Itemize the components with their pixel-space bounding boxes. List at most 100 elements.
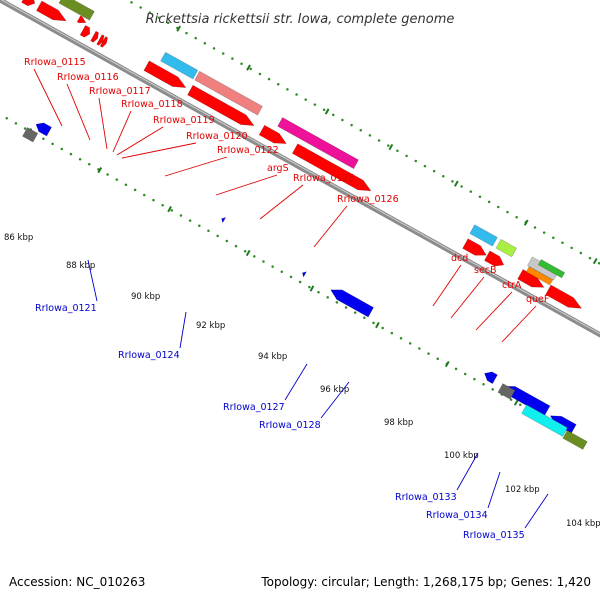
inner-tick-dot — [42, 137, 45, 140]
outer-tick-dot — [478, 195, 482, 199]
gene-feature[interactable] — [484, 250, 505, 267]
inner-tick-dot — [143, 193, 146, 197]
tick-label: 90 kbp — [131, 292, 160, 302]
gene-feature[interactable] — [503, 386, 551, 416]
reverse-gene-label[interactable]: RrIowa_0134 — [426, 510, 488, 521]
forward-gene-label[interactable]: RrIowa_0122 — [217, 145, 279, 156]
gene-feature[interactable] — [194, 70, 263, 116]
outer-tick-dot — [542, 231, 546, 234]
gene-feature[interactable] — [143, 60, 187, 89]
reverse-gene-label[interactable]: RrIowa_0124 — [118, 350, 180, 361]
forward-gene-label[interactable]: RrIowa_0115 — [24, 57, 86, 68]
forward-gene-label[interactable]: RrIowa_0126 — [337, 194, 399, 205]
forward-gene-label[interactable]: RrIowa_0117 — [89, 86, 151, 97]
inner-tick-dot — [51, 142, 54, 146]
forward-label-leader — [450, 276, 485, 319]
outer-tick-dot — [497, 205, 500, 209]
gene-feature[interactable] — [545, 284, 583, 309]
gene-feature[interactable] — [99, 36, 109, 48]
gene-feature[interactable] — [35, 122, 52, 137]
reverse-gene-label[interactable]: RrIowa_0121 — [35, 303, 97, 314]
outer-tick-dot — [276, 82, 280, 86]
inner-tick-dot — [518, 403, 522, 406]
gene-feature[interactable] — [484, 371, 498, 384]
forward-label-leader — [164, 156, 228, 177]
inner-tick-dot — [353, 311, 357, 314]
major-tick — [324, 108, 330, 115]
outer-tick-dot — [194, 36, 197, 40]
gene-feature[interactable] — [330, 289, 374, 318]
major-tick — [523, 219, 529, 226]
genome-backbone — [0, 0, 600, 338]
gene-feature[interactable] — [469, 224, 498, 247]
forward-gene-label[interactable]: RrIowa_0119 — [153, 115, 215, 126]
outer-tick-dot — [506, 210, 509, 214]
outer-tick-dot — [552, 236, 555, 239]
inner-tick-dot — [408, 342, 412, 345]
inner-tick-dot — [207, 229, 210, 233]
reverse-gene-label[interactable]: RrIowa_0135 — [463, 530, 525, 541]
gene-feature[interactable] — [221, 216, 227, 224]
gene-feature[interactable] — [58, 0, 95, 21]
gene-feature[interactable] — [525, 266, 554, 286]
gene-feature[interactable] — [521, 404, 568, 437]
gene-feature[interactable] — [96, 34, 105, 46]
reverse-gene-label[interactable]: RrIowa_0133 — [395, 492, 457, 503]
outer-tick-dot — [221, 52, 225, 55]
outer-tick-dot — [212, 47, 216, 50]
reverse-gene-label[interactable]: RrIowa_0128 — [259, 420, 321, 431]
inner-tick-dot — [115, 178, 119, 181]
genome-summary-text: Topology: circular; Length: 1,268,175 bp… — [260, 575, 591, 589]
forward-gene-label[interactable]: RrIowa_0118 — [121, 99, 183, 110]
forward-gene-label[interactable]: RrIowa_0125 — [293, 173, 355, 184]
gene-feature[interactable] — [21, 0, 36, 7]
inner-tick-dot — [427, 352, 430, 355]
forward-gene-label[interactable]: RrIowa_0116 — [57, 72, 119, 83]
outer-tick-dot — [350, 123, 353, 127]
inner-tick-dot — [5, 117, 8, 120]
gene-feature[interactable] — [291, 143, 372, 192]
forward-gene-label[interactable]: dcd — [451, 253, 468, 264]
inner-tick-dot — [289, 275, 293, 279]
gene-feature[interactable] — [517, 269, 545, 288]
gene-feature[interactable] — [562, 429, 588, 450]
inner-tick-dot — [179, 214, 183, 217]
forward-gene-label[interactable]: ctrA — [502, 280, 522, 291]
gene-feature[interactable] — [301, 271, 308, 278]
label-leaders — [33, 68, 549, 529]
inner-tick-dot — [69, 152, 73, 156]
gene-feature[interactable] — [76, 15, 87, 24]
outer-tick-dot — [515, 215, 518, 219]
tick-label: 102 kbp — [505, 485, 540, 495]
forward-label-leader — [432, 264, 462, 307]
reverse-label-leader — [284, 363, 308, 401]
inner-tick-dot — [234, 244, 238, 248]
gene-feature[interactable] — [90, 30, 99, 43]
backbone-highlight — [0, 0, 600, 335]
gene-feature[interactable] — [36, 0, 67, 22]
gene-feature[interactable] — [160, 51, 199, 80]
reverse-gene-label[interactable]: RrIowa_0127 — [223, 402, 285, 413]
gene-feature[interactable] — [537, 259, 566, 279]
gene-feature[interactable] — [79, 24, 91, 38]
gene-feature[interactable] — [277, 117, 359, 170]
reverse-label-leader — [87, 259, 98, 302]
forward-label-leader — [121, 142, 197, 159]
gene-feature[interactable] — [495, 238, 517, 258]
gene-feature[interactable] — [187, 84, 255, 127]
inner-tick-dot — [253, 255, 256, 258]
forward-gene-label[interactable]: RrIowa_0120 — [186, 131, 248, 142]
gene-feature[interactable] — [22, 127, 39, 143]
outer-tick-dot — [451, 180, 454, 183]
gene-feature[interactable] — [258, 124, 287, 145]
gene-feature[interactable] — [497, 383, 516, 400]
outer-tick-dot — [387, 144, 390, 147]
forward-gene-label[interactable]: secB — [474, 265, 497, 276]
reverse-label-leader — [456, 452, 479, 491]
gene-feature[interactable] — [462, 238, 487, 256]
forward-gene-label[interactable]: argS — [267, 163, 289, 174]
inner-tick-dot — [198, 224, 201, 227]
forward-gene-label[interactable]: queF — [526, 294, 549, 305]
